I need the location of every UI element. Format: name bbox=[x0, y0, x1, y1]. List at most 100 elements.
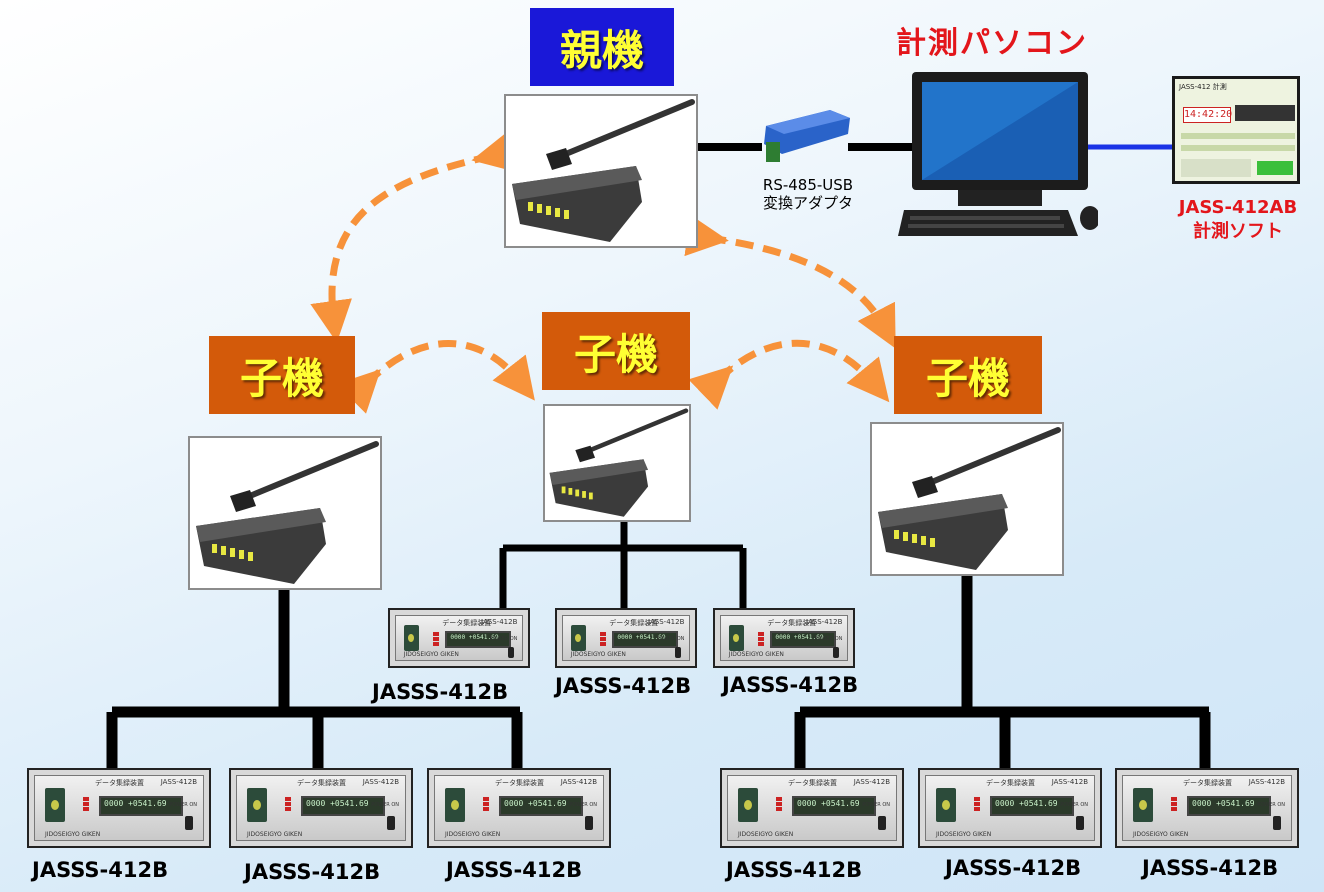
desktop-computer-icon bbox=[898, 72, 1100, 236]
logger-lcd-text: 0000 +0541.69 bbox=[775, 634, 824, 642]
device-model-label: JASSS-412B bbox=[244, 860, 381, 884]
logger-lcd-display: 0000 +0541.69 bbox=[301, 796, 385, 816]
logger-model: JASS-412B bbox=[1051, 778, 1088, 786]
logger-lcd-display: 0000 +0541.69 bbox=[990, 796, 1074, 816]
right-rs485-bus bbox=[794, 576, 1211, 770]
logger-status-leds bbox=[483, 796, 497, 812]
child-unit-label-left: 子機 bbox=[209, 336, 355, 414]
logger-maker: JIDOSEIGYO GIKEN bbox=[936, 831, 992, 838]
software-caption-line2: 計測ソフト bbox=[1193, 221, 1283, 242]
logger-title: データ集録装置 bbox=[986, 779, 1035, 787]
logger-status-leds bbox=[758, 631, 772, 647]
logger-circuit-board bbox=[728, 625, 745, 652]
child-wireless-module-left bbox=[188, 436, 382, 590]
logger-model: JASS-412B bbox=[160, 778, 197, 786]
device-model-label: JASSS-412B bbox=[726, 858, 863, 882]
device-model-label: JASSS-412B bbox=[555, 674, 692, 698]
logger-status-leds bbox=[1171, 796, 1185, 812]
logger-status-leds bbox=[600, 631, 614, 647]
logger-maker: JIDOSEIGYO GIKEN bbox=[738, 831, 794, 838]
logger-model: JASS-412B bbox=[1248, 778, 1285, 786]
logger-model: JASS-412B bbox=[560, 778, 597, 786]
logger-lcd-display: 0000 +0541.69 bbox=[445, 631, 512, 648]
logger-model: JASS-412B bbox=[648, 617, 685, 626]
logger-maker: JIDOSEIGYO GIKEN bbox=[1133, 831, 1189, 838]
logger-status-leds bbox=[83, 796, 97, 812]
wireless-arrow-parent-left bbox=[310, 131, 517, 343]
logger-circuit-board bbox=[247, 788, 267, 822]
logger-lcd-text: 0000 +0541.69 bbox=[104, 799, 167, 808]
logger-status-leds bbox=[433, 631, 447, 647]
logger-power-label: POWER ON bbox=[1060, 802, 1088, 808]
logger-model: JASS-412B bbox=[806, 617, 843, 626]
logger-power-label: POWER ON bbox=[814, 636, 843, 643]
logger-power-switch bbox=[508, 646, 515, 658]
adapter-caption-line2: 変換アダプタ bbox=[762, 194, 853, 212]
logger-title: データ集録装置 bbox=[1183, 779, 1232, 787]
adapter-caption: RS-485-USB 変換アダプタ bbox=[738, 176, 878, 212]
logger-title: データ集録装置 bbox=[297, 779, 346, 787]
logger-lcd-text: 0000 +0541.69 bbox=[1192, 799, 1255, 808]
logger-status-leds bbox=[776, 796, 790, 812]
logger-power-label: POWER ON bbox=[569, 802, 597, 808]
logger-circuit-board bbox=[445, 788, 465, 822]
wireless-module-icon bbox=[512, 99, 695, 242]
device-model-label: JASSS-412B bbox=[32, 858, 169, 882]
logger-power-switch bbox=[675, 646, 682, 658]
logger-lcd-display: 0000 +0541.69 bbox=[1187, 796, 1271, 816]
device-model-label: JASSS-412B bbox=[1142, 856, 1279, 880]
wireless-module-icon bbox=[549, 408, 689, 517]
logger-circuit-board bbox=[936, 788, 956, 822]
wireless-arrow-parent-right bbox=[684, 214, 896, 349]
software-display bbox=[1235, 105, 1295, 121]
logger-power-label: POWER ON bbox=[656, 636, 685, 643]
software-button bbox=[1257, 161, 1293, 175]
logger-lcd-text: 0000 +0541.69 bbox=[797, 799, 860, 808]
software-screenshot: JASS-412 計測 14:42:20 bbox=[1172, 76, 1300, 184]
wireless-module-icon bbox=[878, 427, 1061, 570]
logger-title: データ集録装置 bbox=[495, 779, 544, 787]
logger-power-switch bbox=[1273, 816, 1281, 830]
logger-maker: JIDOSEIGYO GIKEN bbox=[570, 651, 626, 659]
child-unit-label-center: 子機 bbox=[542, 312, 690, 390]
wireless-module-icon bbox=[196, 441, 379, 584]
logger-lcd-display: 0000 +0541.69 bbox=[499, 796, 583, 816]
logger-circuit-board bbox=[403, 625, 420, 652]
logger-power-label: POWER ON bbox=[169, 802, 197, 808]
software-clock: 14:42:20 bbox=[1183, 107, 1232, 123]
device-model-label: JASSS-412B bbox=[372, 680, 509, 704]
logger-title: データ集録装置 bbox=[95, 779, 144, 787]
device-model-label: JASSS-412B bbox=[945, 856, 1082, 880]
software-panel bbox=[1181, 159, 1251, 177]
logger-title: データ集録装置 bbox=[442, 618, 492, 627]
logger-lcd-display: 0000 +0541.69 bbox=[612, 631, 679, 648]
logger-lcd-text: 0000 +0541.69 bbox=[306, 799, 369, 808]
wireless-arrow-left-center bbox=[336, 340, 535, 414]
logger-power-label: POWER ON bbox=[371, 802, 399, 808]
logger-lcd-display: 0000 +0541.69 bbox=[792, 796, 876, 816]
usb-adapter-icon bbox=[764, 110, 850, 162]
parent-wireless-module bbox=[504, 94, 698, 248]
logger-lcd-display: 0000 +0541.69 bbox=[99, 796, 183, 816]
left-rs485-bus bbox=[106, 590, 523, 770]
logger-circuit-board bbox=[45, 788, 65, 822]
logger-power-label: POWER ON bbox=[862, 802, 890, 808]
logger-power-switch bbox=[387, 816, 395, 830]
logger-model: JASS-412B bbox=[362, 778, 399, 786]
software-caption-line1: JASS-412AB bbox=[1178, 197, 1298, 218]
pc-label: 計測パソコン bbox=[896, 26, 1088, 61]
